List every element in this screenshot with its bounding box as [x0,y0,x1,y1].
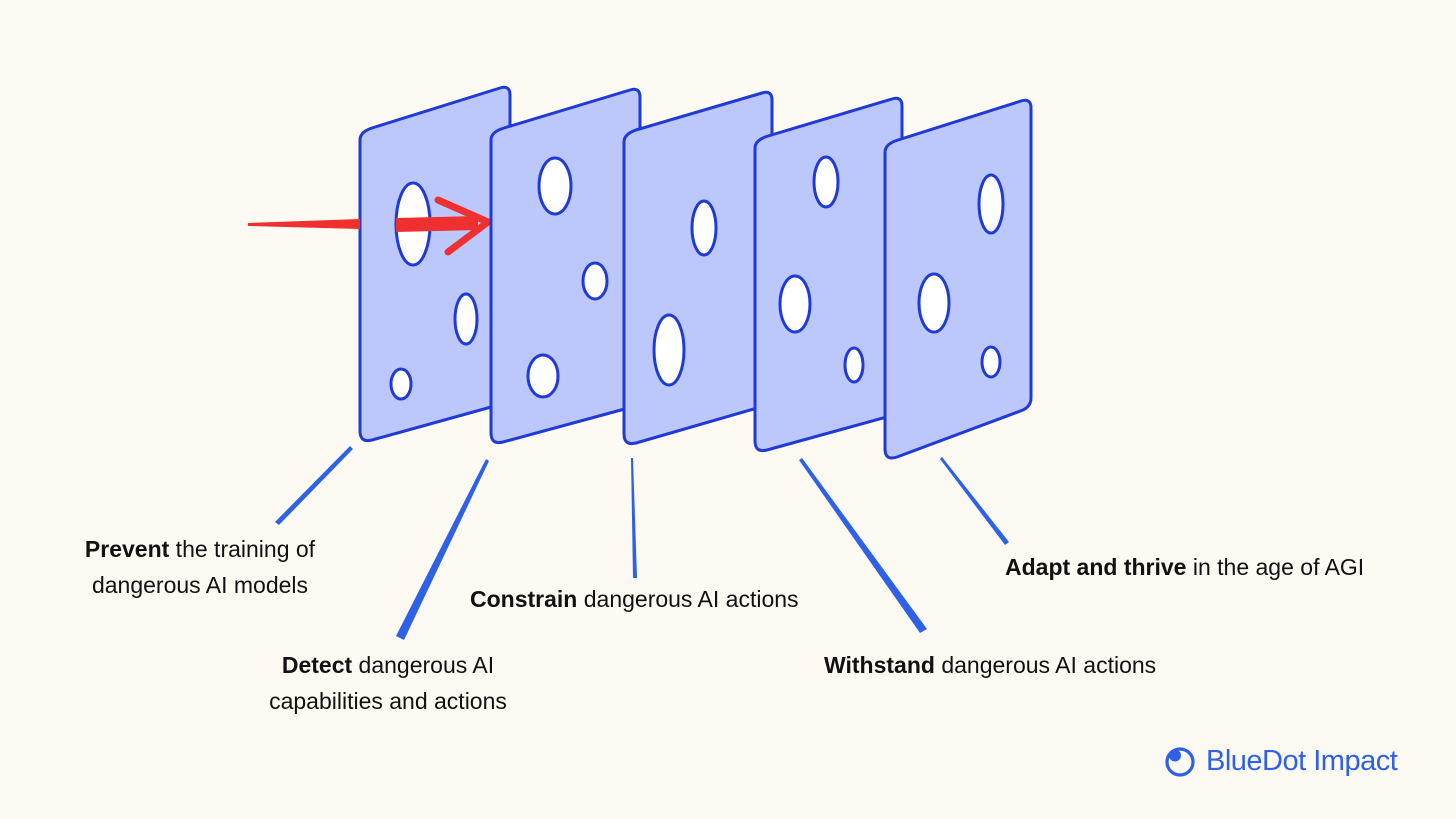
layer-label-text: in the age of AGI [1186,554,1365,580]
layer-panel-adapt [883,98,1033,460]
layer-label-constrain: Constrain dangerous AI actions [470,581,799,617]
panel-hole [389,367,413,401]
brand-logo: BlueDot Impact [1164,744,1398,778]
layer-label-text: dangerous AI actions [934,652,1157,678]
panel-hole [917,272,951,334]
layer-label-line: Detect dangerous AI [228,647,548,683]
layer-label-text: dangerous AI [352,652,495,678]
pointer-line-withstand [799,458,927,633]
panel-hole [453,292,479,346]
brand-name: BlueDot Impact [1206,744,1398,777]
panel-hole [843,346,865,384]
layer-label-prevent: Prevent the training of dangerous AI mod… [40,531,360,603]
layer-label-line: dangerous AI models [91,572,309,598]
panel-hole [581,261,609,301]
layer-label-bold: Prevent [84,536,170,562]
layer-label-adapt: Adapt and thrive in the age of AGI [1005,549,1364,585]
panel-hole [977,173,1005,235]
layer-panel-prevent [358,85,512,443]
layer-label-bold: Adapt and thrive [1005,554,1187,580]
pointer-line-prevent [275,446,353,525]
panel-hole [690,199,718,257]
red-arrow-icon [248,196,492,256]
layer-label-text: the training of [169,536,316,562]
panel-hole [812,155,840,209]
panel-hole [778,274,812,334]
layer-label-bold: Withstand [824,652,935,678]
layer-label-detect: Detect dangerous AI capabilities and act… [228,647,548,719]
bluedot-logo-icon [1165,747,1195,777]
pointer-line-constrain [631,458,637,578]
panel-hole [537,156,573,216]
layer-label-withstand: Withstand dangerous AI actions [824,647,1156,683]
panel-hole [526,353,560,399]
layer-label-line: capabilities and actions [269,688,507,714]
layer-label-text: dangerous AI actions [577,586,799,612]
pointer-lines [275,446,1009,640]
pointer-line-adapt [940,457,1009,545]
layer-panel-constrain [622,90,774,446]
layer-label-bold: Detect [281,652,353,678]
panel-hole [980,345,1002,379]
layer-panel-detect [489,87,642,445]
layer-label-line: Prevent the training of [40,531,360,567]
layer-panel-withstand [753,96,904,453]
layer-label-bold: Constrain [470,586,578,612]
panel-hole [652,313,686,387]
pointer-line-detect [396,459,489,640]
